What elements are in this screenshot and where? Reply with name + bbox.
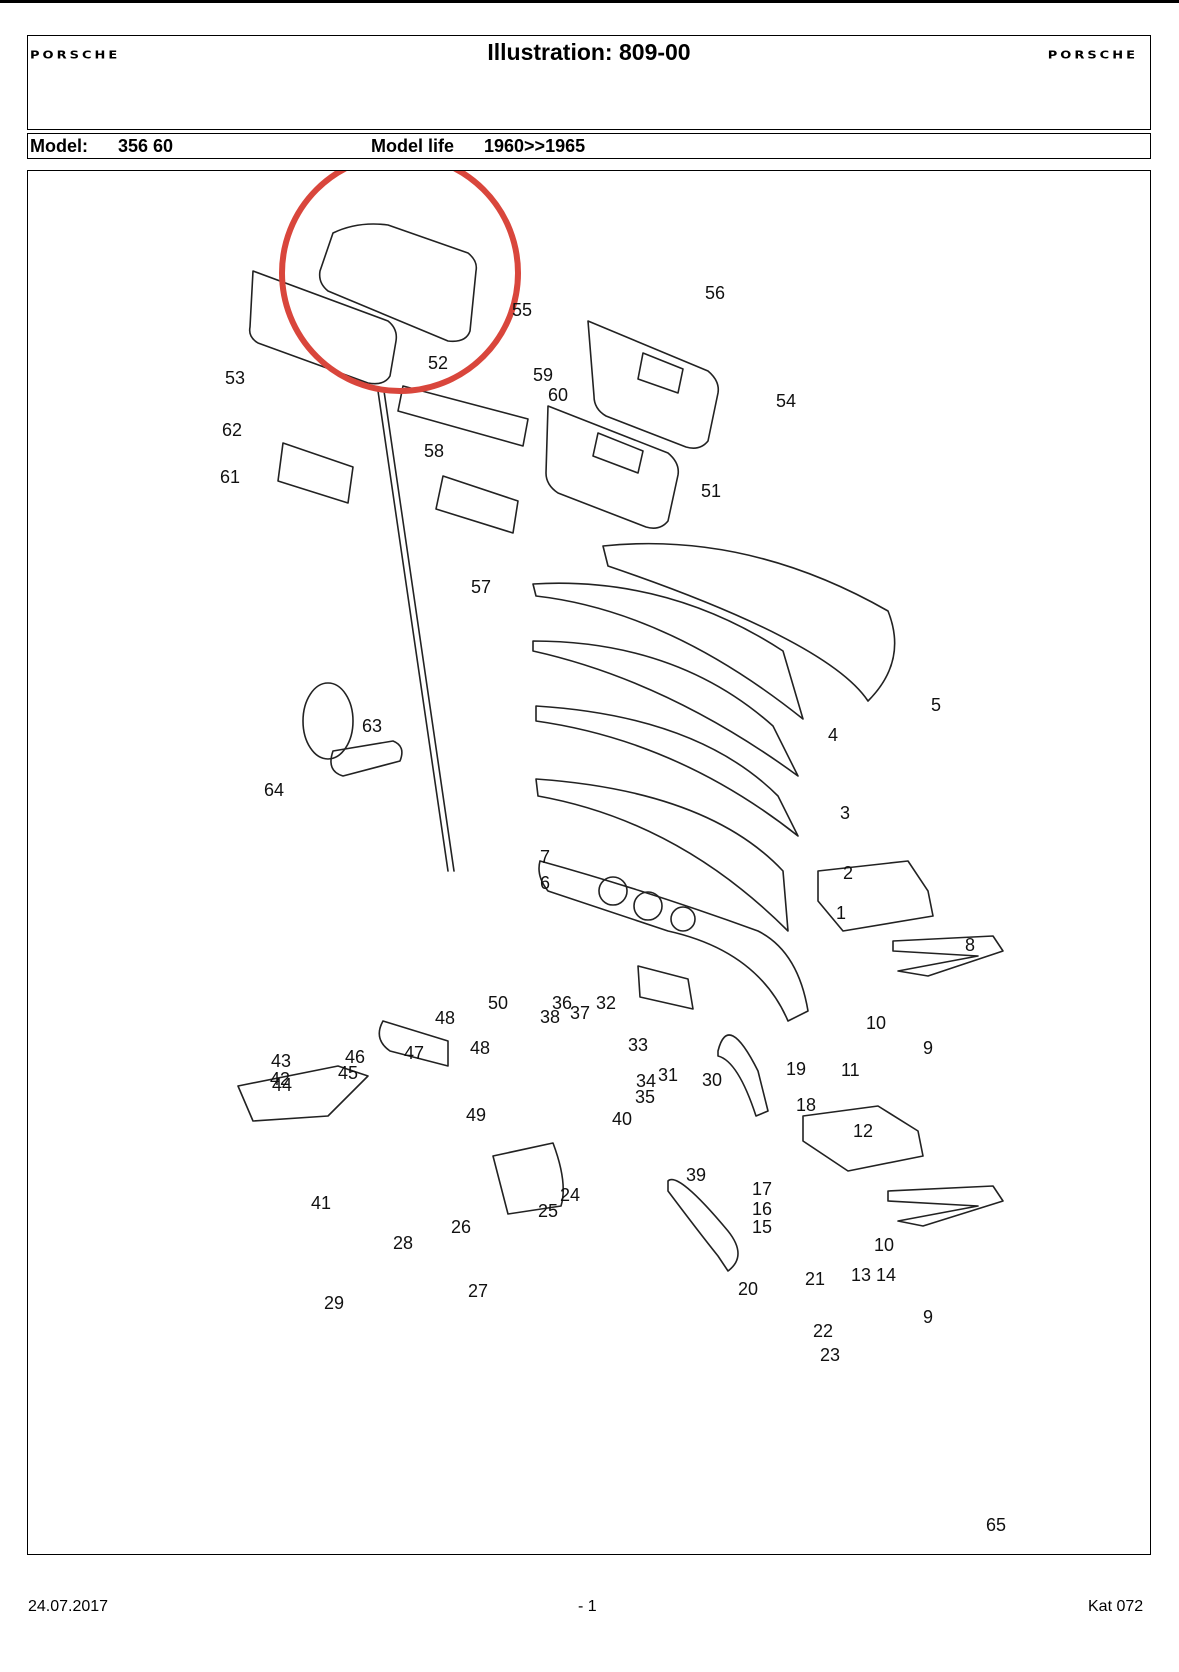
callout-26: 26 — [451, 1217, 471, 1237]
callout-6: 6 — [540, 873, 550, 893]
callout-59: 59 — [533, 365, 553, 385]
callout-57: 57 — [471, 577, 491, 597]
callout-22: 22 — [813, 1321, 833, 1341]
callout-9: 9 — [923, 1038, 933, 1058]
porsche-logo-right: PORSCHE — [1047, 49, 1138, 62]
callout-33: 33 — [628, 1035, 648, 1055]
footer-catalog: Kat 072 — [1088, 1598, 1144, 1615]
model-life-value: 1960>>1965 — [484, 136, 586, 156]
callout-54: 54 — [776, 391, 796, 411]
callout-46: 46 — [345, 1047, 365, 1067]
callout-48: 48 — [470, 1038, 490, 1058]
callout-14: 14 — [876, 1265, 896, 1285]
callout-35: 35 — [635, 1087, 655, 1107]
callout-11: 11 — [841, 1060, 860, 1080]
top-rule — [0, 0, 1179, 3]
callout-17: 17 — [752, 1179, 772, 1199]
callout-60: 60 — [548, 385, 568, 405]
footer-page: - 1 — [578, 1598, 597, 1615]
callout-9: 9 — [923, 1307, 933, 1327]
callout-13: 13 — [851, 1265, 871, 1285]
callout-36: 36 — [552, 993, 572, 1013]
callout-64: 64 — [264, 780, 284, 800]
callout-56: 56 — [705, 283, 725, 303]
callout-8: 8 — [965, 935, 975, 955]
callout-61: 61 — [220, 467, 240, 487]
callout-31: 31 — [658, 1065, 678, 1085]
porsche-logo-left: PORSCHE — [30, 49, 121, 62]
model-value: 356 60 — [118, 136, 174, 156]
callout-15: 15 — [752, 1217, 772, 1237]
callout-1: 1 — [836, 903, 846, 923]
callout-23: 23 — [820, 1345, 840, 1365]
model-label: Model: — [30, 136, 88, 156]
callout-62: 62 — [222, 420, 242, 440]
callout-43: 43 — [271, 1051, 291, 1071]
page-header: PORSCHE Illustration: 809-00 PORSCHE — [27, 35, 1151, 130]
callout-4: 4 — [828, 725, 838, 745]
model-life-label: Model life — [371, 136, 455, 156]
callout-39: 39 — [686, 1165, 706, 1185]
callout-30: 30 — [702, 1070, 722, 1090]
callout-47: 47 — [404, 1043, 424, 1063]
callout-25: 25 — [538, 1201, 558, 1221]
highlight-circle — [279, 171, 521, 394]
callout-49: 49 — [466, 1105, 486, 1125]
callout-10: 10 — [874, 1235, 894, 1255]
footer-date: 24.07.2017 — [28, 1598, 109, 1615]
callout-19: 19 — [786, 1059, 806, 1079]
callout-5: 5 — [931, 695, 941, 715]
callout-52: 52 — [428, 353, 448, 373]
callout-29: 29 — [324, 1293, 344, 1313]
callout-44: 44 — [272, 1075, 292, 1095]
callout-51: 51 — [701, 481, 721, 501]
callout-7: 7 — [540, 847, 550, 867]
callout-37: 37 — [570, 1003, 590, 1023]
callout-38: 38 — [540, 1007, 560, 1027]
callout-40: 40 — [612, 1109, 632, 1129]
callout-16: 16 — [752, 1199, 772, 1219]
callout-3: 3 — [840, 803, 850, 823]
callout-42: 42 — [270, 1069, 290, 1089]
callout-53: 53 — [225, 368, 245, 388]
callout-48: 48 — [435, 1008, 455, 1028]
parts-drawing — [237, 223, 1004, 1272]
callout-45: 45 — [338, 1063, 358, 1083]
callout-27: 27 — [468, 1281, 488, 1301]
callout-24: 24 — [560, 1185, 580, 1205]
callout-50: 50 — [488, 993, 508, 1013]
callout-2: 2 — [843, 863, 853, 883]
callout-34: 34 — [636, 1071, 656, 1091]
callout-65: 65 — [986, 1515, 1006, 1535]
callout-32: 32 — [596, 993, 616, 1013]
callout-21: 21 — [805, 1269, 825, 1289]
illustration-title: Illustration: 809-00 — [487, 39, 691, 65]
callout-28: 28 — [393, 1233, 413, 1253]
callout-12: 12 — [853, 1121, 873, 1141]
callout-55: 55 — [512, 300, 532, 320]
callout-18: 18 — [796, 1095, 816, 1115]
callout-58: 58 — [424, 441, 444, 461]
callout-20: 20 — [738, 1279, 758, 1299]
callout-41: 41 — [311, 1193, 331, 1213]
model-bar: Model: 356 60 Model life 1960>>1965 — [27, 133, 1151, 159]
callout-63: 63 — [362, 716, 382, 736]
callout-10: 10 — [866, 1013, 886, 1033]
